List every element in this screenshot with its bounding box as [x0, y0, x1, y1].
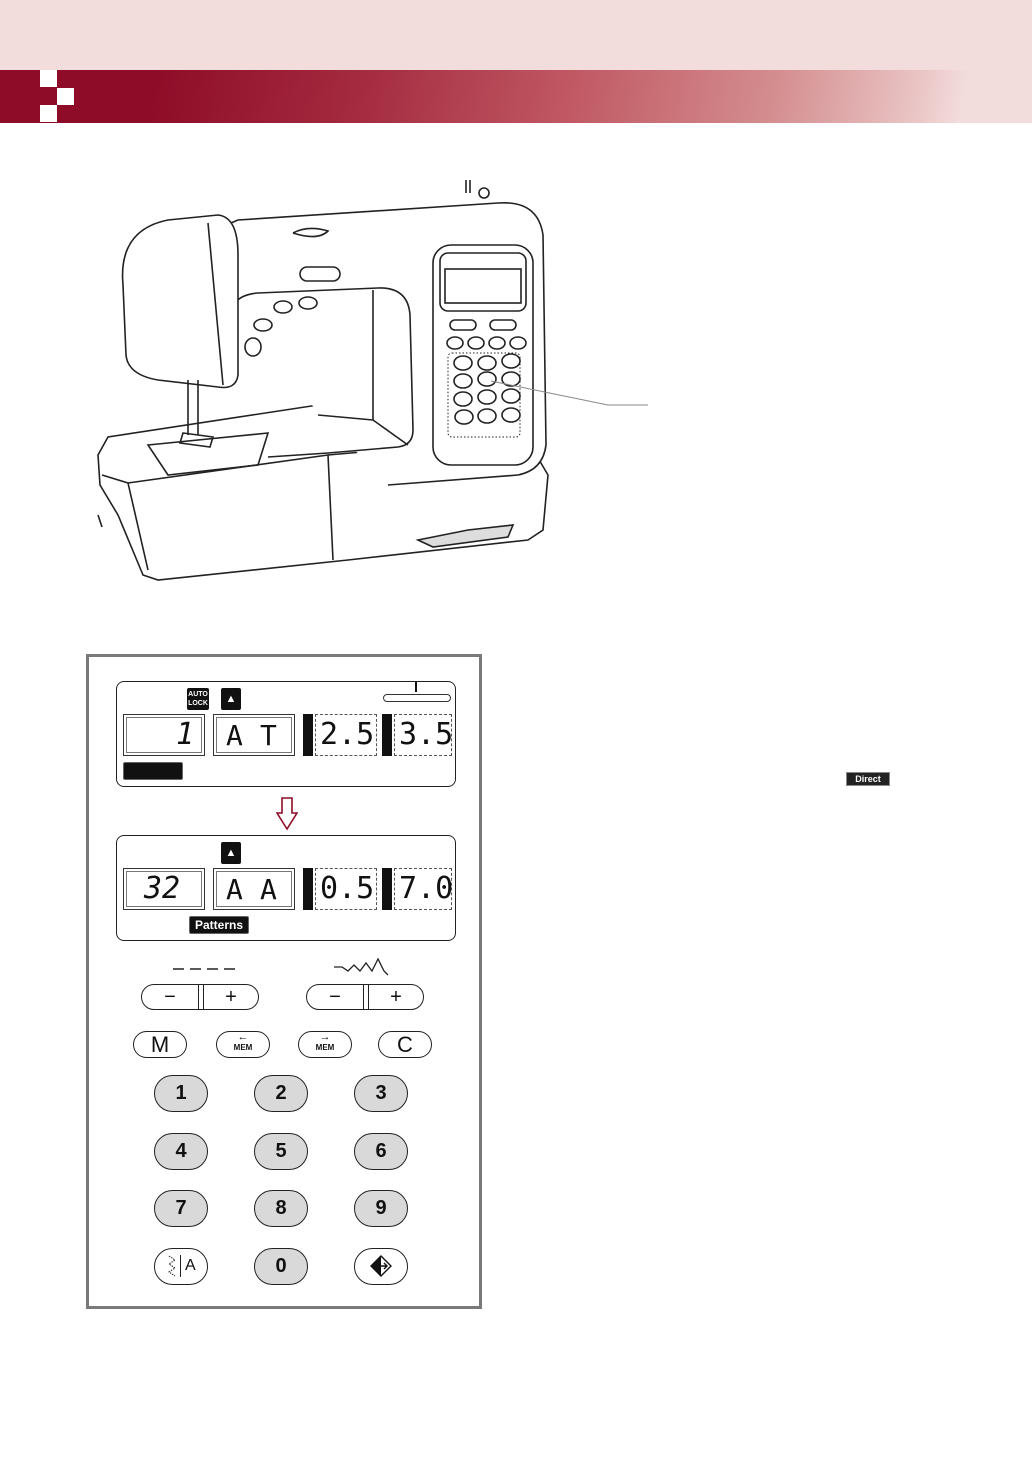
- stitch-length-box: 0.5: [315, 868, 377, 910]
- auto-lock-indicator: AUTO LOCK: [187, 688, 209, 710]
- divider: [198, 985, 204, 1009]
- pattern-number-box: 1: [123, 714, 205, 756]
- keypad-0[interactable]: 0: [254, 1248, 308, 1285]
- stitch-length-minus-button[interactable]: −: [164, 986, 176, 1008]
- stitch-width-adjuster: − +: [306, 984, 424, 1010]
- stitch-width-plus-button[interactable]: +: [390, 986, 402, 1008]
- stitch-width-symbol: [334, 957, 389, 976]
- foot-code-box: A T: [213, 714, 295, 756]
- direct-badge: Direct: [846, 772, 890, 786]
- memory-clear-button[interactable]: C: [378, 1031, 432, 1058]
- stitch-letter-mode-button[interactable]: A: [154, 1248, 208, 1285]
- keypad-2[interactable]: 2: [254, 1075, 308, 1112]
- foot-code-2: A: [260, 873, 277, 906]
- zigzag-stitch-icon: [168, 1255, 176, 1277]
- control-panel-figure: AUTO LOCK ▲ 1 A T 2.5 3.5 ▲ 32 A: [86, 654, 482, 1309]
- keypad-5[interactable]: 5: [254, 1133, 308, 1170]
- stitch-width-box: 7.0: [394, 868, 454, 910]
- stitch-length-icon: [303, 714, 313, 756]
- keypad-8[interactable]: 8: [254, 1190, 308, 1227]
- needle-position-marker: [415, 682, 417, 692]
- stitch-width-icon: [382, 714, 392, 756]
- down-arrow-icon: [276, 797, 298, 831]
- stitch-width-value: 7.0: [399, 871, 454, 906]
- stitch-width-value: 3.5: [399, 717, 454, 752]
- foot-code-1: A: [226, 719, 243, 752]
- stitch-length-icon: [303, 868, 313, 910]
- divider: [180, 1255, 181, 1277]
- stitch-length-value: 2.5: [320, 717, 375, 752]
- arrow-left-icon: ←: [237, 1031, 249, 1043]
- memory-forward-button[interactable]: → MEM: [298, 1031, 352, 1058]
- keypad-6[interactable]: 6: [354, 1133, 408, 1170]
- foot-code-box: A A: [213, 868, 295, 910]
- pattern-number: 1: [175, 717, 194, 752]
- mode-badge-blank: [123, 762, 183, 780]
- foot-code-1: A: [226, 873, 243, 906]
- arrow-right-icon: →: [319, 1031, 331, 1043]
- stitch-length-adjuster: − +: [141, 984, 259, 1010]
- stitch-width-minus-button[interactable]: −: [329, 986, 341, 1008]
- keypad-9[interactable]: 9: [354, 1190, 408, 1227]
- needle-up-icon: ▲: [221, 688, 241, 710]
- memory-back-button[interactable]: ← MEM: [216, 1031, 270, 1058]
- lcd-display-after: ▲ 32 A A 0.5 7.0 Patterns: [116, 835, 456, 941]
- direction-button[interactable]: [354, 1248, 408, 1285]
- lcd-display-before: AUTO LOCK ▲ 1 A T 2.5 3.5: [116, 681, 456, 787]
- header-gradient-band: [0, 70, 1032, 123]
- keypad-3[interactable]: 3: [354, 1075, 408, 1112]
- keypad-7[interactable]: 7: [154, 1190, 208, 1227]
- divider: [363, 985, 369, 1009]
- mode-badge-patterns: Patterns: [189, 916, 249, 934]
- stitch-width-icon: [382, 868, 392, 910]
- stitch-length-box: 2.5: [315, 714, 377, 756]
- keypad-1[interactable]: 1: [154, 1075, 208, 1112]
- pattern-number-box: 32: [123, 868, 205, 910]
- foot-code-2: T: [260, 719, 277, 752]
- width-scale-indicator: [383, 694, 451, 702]
- stitch-width-box: 3.5: [394, 714, 454, 756]
- pattern-number: 32: [144, 871, 181, 906]
- stitch-length-value: 0.5: [320, 871, 375, 906]
- direction-diamond-icon: [370, 1255, 392, 1277]
- stitch-length-plus-button[interactable]: +: [225, 986, 237, 1008]
- header-top-band: [0, 0, 1032, 70]
- needle-up-icon: ▲: [221, 842, 241, 864]
- sewing-machine-illustration: [97, 180, 648, 581]
- stitch-length-symbol: [173, 968, 235, 970]
- memory-m-button[interactable]: M: [133, 1031, 187, 1058]
- keypad-4[interactable]: 4: [154, 1133, 208, 1170]
